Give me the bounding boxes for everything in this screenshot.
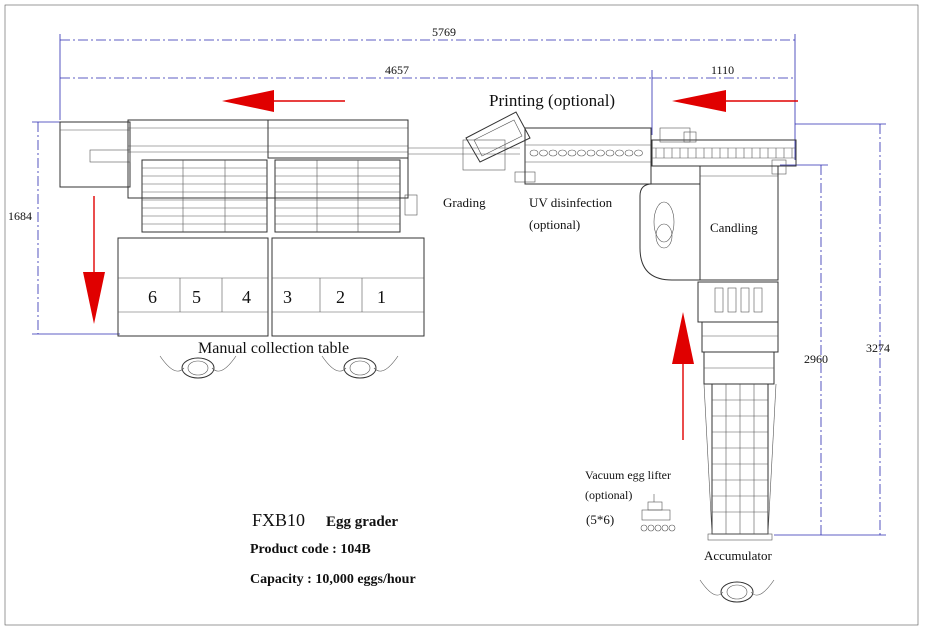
dimension-inner-height: 2960: [774, 164, 828, 536]
operator-icon: [699, 579, 775, 603]
operator-icon: [159, 355, 237, 379]
candling-unit: [639, 165, 779, 281]
flow-arrow-up: [672, 312, 694, 440]
dimension-left-height: 1684: [8, 121, 120, 335]
dimension-outer-height-label: 3274: [866, 341, 890, 355]
label-uv-disinfection: UV disinfection: [529, 195, 613, 210]
egg-mark: [624, 149, 634, 157]
lane-5: 5: [192, 287, 201, 307]
infeed-conveyor: [651, 127, 797, 175]
dimension-left-height-label: 1684: [8, 209, 32, 223]
accumulator-line: [697, 281, 779, 541]
flow-arrow-left-infeed: [672, 90, 798, 112]
lane-1: 1: [377, 287, 386, 307]
lane-4: 4: [242, 287, 251, 307]
capacity: Capacity : 10,000 eggs/hour: [250, 572, 416, 587]
grading-machine-body: [59, 119, 536, 233]
dimension-candling-label: 1110: [711, 63, 734, 77]
printing-module: [465, 111, 531, 163]
egg-mark: [577, 149, 586, 157]
dimension-total-label: 5769: [432, 25, 456, 39]
label-grading: Grading: [443, 195, 486, 210]
label-vacuum-optional: (optional): [585, 488, 632, 502]
flow-arrow-down: [83, 196, 105, 324]
label-uv-optional: (optional): [529, 217, 580, 232]
label-printing: Printing (optional): [489, 91, 615, 110]
egg-mark: [605, 149, 615, 157]
egg-mark: [529, 149, 539, 157]
info-block: FXB10 Egg grader Product code : 104B Cap…: [250, 510, 416, 587]
flow-arrow-left-main: [222, 90, 345, 112]
dimension-total: 5769: [59, 25, 796, 160]
label-candling: Candling: [710, 220, 758, 235]
vacuum-lifter-icon: [640, 494, 676, 532]
dimension-main: 4657: [60, 63, 653, 135]
manual-collection-table: 6 5 4 3 2 1: [117, 237, 425, 337]
dimension-inner-height-label: 2960: [804, 352, 828, 366]
product-code: Product code : 104B: [250, 542, 371, 557]
egg-mark: [558, 149, 567, 157]
product-name: Egg grader: [326, 514, 398, 530]
dimension-main-label: 4657: [385, 63, 409, 77]
uv-conveyor: [524, 127, 652, 185]
lane-2: 2: [336, 287, 345, 307]
egg-mark: [539, 149, 548, 157]
label-vacuum-size: (5*6): [586, 512, 614, 527]
dimension-outer-height: 3274: [795, 123, 890, 536]
label-vacuum-lifter: Vacuum egg lifter: [585, 468, 671, 482]
label-manual-collection-table: Manual collection table: [198, 340, 349, 357]
operator-icon: [321, 355, 399, 379]
model-name: FXB10: [252, 510, 305, 530]
label-accumulator: Accumulator: [704, 548, 773, 563]
egg-mark: [567, 149, 577, 157]
drawing-frame: [4, 4, 919, 626]
dimension-candling: 1110: [652, 63, 795, 79]
lane-3: 3: [283, 287, 292, 307]
egg-mark: [596, 149, 605, 157]
egg-mark: [615, 149, 624, 157]
egg-mark: [634, 149, 643, 157]
lane-6: 6: [148, 287, 157, 307]
egg-mark: [586, 149, 596, 157]
egg-mark: [548, 149, 558, 157]
